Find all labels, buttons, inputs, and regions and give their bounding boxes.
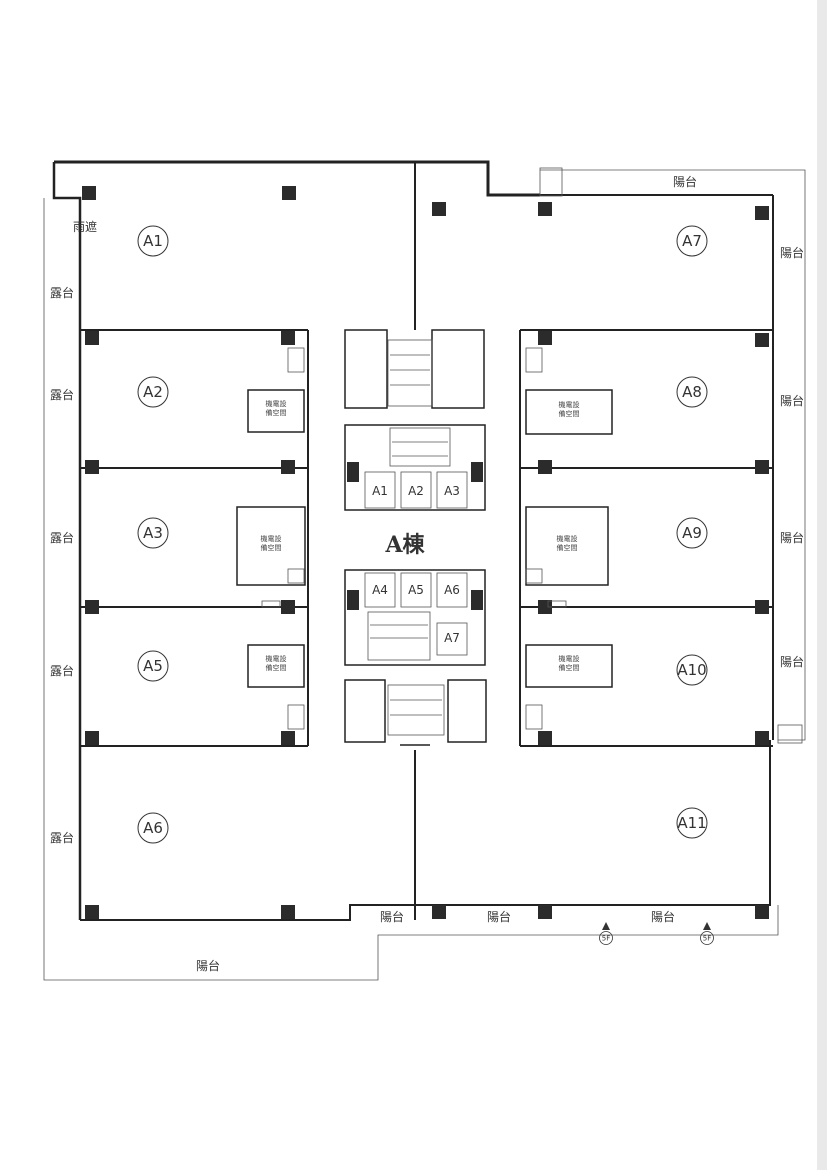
building-name: A棟 [384,532,425,558]
unit-circle [137,225,169,257]
mech-room-label: 備空間 [266,663,287,672]
unit-label: A1 [143,232,163,250]
terrace-label: 陽台 [673,174,697,189]
unit-circle [137,376,169,408]
terrace-label: 露台 [50,830,74,845]
elevator-label: A2 [408,484,424,498]
terrace-label: 陽台 [196,958,220,973]
terrace-label: 露台 [50,663,74,678]
terrace-label: 露台 [50,530,74,545]
north-arrow-icon [602,922,610,930]
elevator-label: A6 [444,583,460,597]
terrace-label: 陽台 [780,245,804,260]
terrace-label: 陽台 [780,393,804,408]
unit-label: A9 [682,524,702,542]
terrace-label: 陽台 [651,909,675,924]
outer-walls [43,160,806,981]
floor-marker-label: 5F [703,935,711,943]
mechanical-rooms [236,347,613,730]
floor-markers: 5F 5F [599,922,714,945]
unit-circle [676,807,708,839]
unit-circle [676,654,708,686]
unit-circle [137,650,169,682]
terrace-label: 雨遮 [73,219,97,234]
mech-room-label: 備空間 [559,409,580,418]
floor-marker-circle [700,931,714,945]
elevator-label: A1 [372,484,388,498]
terrace-label: 露台 [50,285,74,300]
mech-room-label: 機電設 [266,654,287,663]
mech-room-label: 備空間 [261,543,282,552]
elevator-label: A7 [444,631,460,645]
mech-room-label: 機電設 [261,534,282,543]
elevator-label: A3 [444,484,460,498]
unit-label: A6 [143,819,163,837]
floor-marker-circle [599,931,613,945]
unit-label: A8 [682,383,702,401]
mech-room-label: 機電設 [559,400,580,409]
mech-room-label: 機電設 [559,654,580,663]
terrace-label: 陽台 [780,654,804,669]
terrace-label: 陽台 [780,530,804,545]
unit-label: A10 [677,661,706,679]
unit-label: A2 [143,383,163,401]
terrace-label: 露台 [50,387,74,402]
unit-label: A3 [143,524,163,542]
mech-room-label: 機電設 [557,534,578,543]
terrace-label: 陽台 [487,909,511,924]
mech-room-label: 備空間 [266,408,287,417]
mech-room-label: 備空間 [557,543,578,552]
north-arrow-icon [703,922,711,930]
structural-columns [82,186,769,919]
unit-circle [676,225,708,257]
unit-label: A5 [143,657,163,675]
unit-label: A11 [677,814,706,832]
terrace-labels: 陽台陽台陽台陽台陽台陽台陽台陽台陽台露台露台露台露台露台雨遮 [50,174,804,973]
mech-room-label: 機電設 [266,399,287,408]
unit-circle [676,517,708,549]
unit-circle [137,517,169,549]
elevator-label: A4 [372,583,388,597]
floor-marker-label: 5F [602,935,610,943]
unit-label: A7 [682,232,702,250]
service-core [344,329,487,746]
terrace-label: 陽台 [380,909,404,924]
unit-partitions [80,329,773,747]
mech-room-label: 備空間 [559,663,580,672]
scan-edge-strip [817,0,827,1170]
unit-circle [137,812,169,844]
unit-circle [676,376,708,408]
elevator-label: A5 [408,583,424,597]
